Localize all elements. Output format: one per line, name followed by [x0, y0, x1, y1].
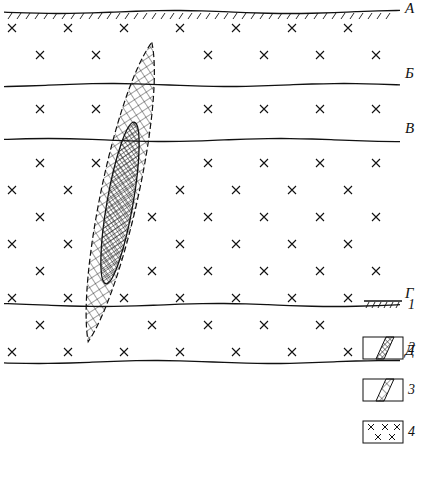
legend-number: 3 — [408, 383, 415, 397]
horizon-lines — [4, 10, 400, 363]
rich-ore-zone — [93, 120, 147, 286]
legend-sample — [362, 336, 404, 360]
legend-sample — [362, 420, 404, 444]
horizon-line — [4, 83, 400, 86]
legend-sample — [362, 378, 404, 402]
legend-number: 2 — [408, 341, 415, 355]
horizon-line — [4, 360, 400, 363]
legend-row: 2 — [362, 336, 418, 360]
legend-number: 1 — [408, 298, 415, 312]
legend-number: 4 — [408, 425, 415, 439]
low-grade-zone — [70, 38, 170, 345]
horizon-label: А — [405, 1, 414, 16]
horizon-label: Б — [405, 66, 414, 81]
horizon-line — [4, 10, 400, 13]
horizon-label: В — [405, 121, 414, 136]
legend-sample — [362, 293, 404, 317]
horizon-line — [4, 138, 400, 141]
legend-row: 4 — [362, 420, 418, 444]
legend-row: 1 — [362, 293, 418, 317]
horizon-line — [4, 303, 400, 306]
host-rock-marks — [8, 24, 380, 356]
ore-body — [70, 38, 170, 345]
legend-row: 3 — [362, 378, 418, 402]
surface-hatch — [8, 13, 390, 19]
